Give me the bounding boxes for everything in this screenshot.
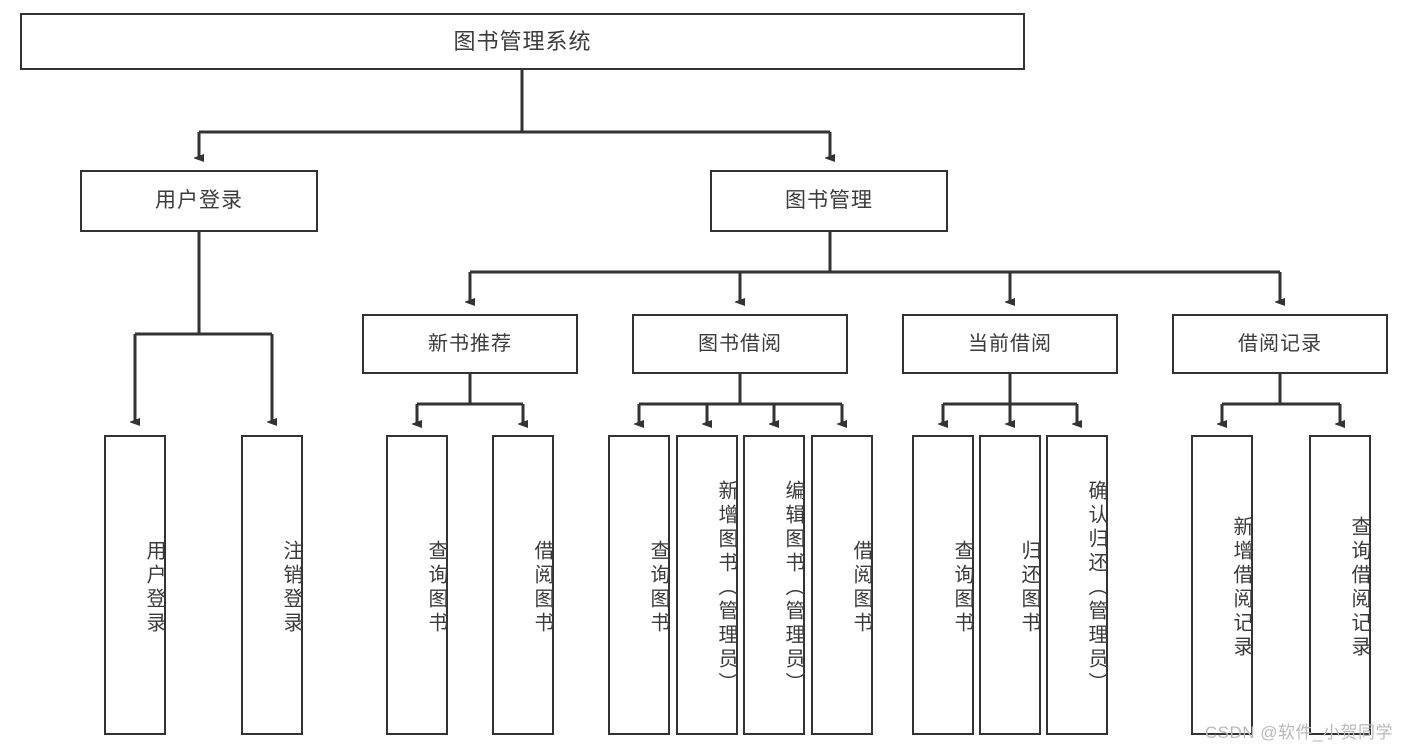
node-leaf-add-record[interactable]: 新增借阅记录 [1191,435,1253,735]
node-leaf-return-book[interactable]: 归还图书 [979,435,1041,735]
node-label: 查询图书 [647,540,669,636]
node-label: 图书管理 [785,188,873,212]
node-label: 借阅记录 [1238,332,1322,355]
node-leaf-borrow-book-1[interactable]: 借阅图书 [492,435,554,735]
node-label: 编辑图书（管理员） [782,480,804,696]
watermark-text: CSDN @软件_小贺同学 [1204,723,1393,742]
node-book-borrow[interactable]: 图书借阅 [632,314,848,374]
node-label: 新增借阅记录 [1230,516,1252,660]
node-label: 图书借阅 [698,332,782,355]
node-leaf-query-record[interactable]: 查询借阅记录 [1309,435,1371,735]
node-leaf-query-book-2[interactable]: 查询图书 [608,435,670,735]
node-leaf-confirm-return[interactable]: 确认归还（管理员） [1046,435,1108,735]
node-label: 确认归还（管理员） [1085,480,1107,696]
node-borrow-record[interactable]: 借阅记录 [1172,314,1388,374]
node-label: 当前借阅 [968,332,1052,355]
node-label: 借阅图书 [531,540,553,636]
node-leaf-borrow-book-2[interactable]: 借阅图书 [811,435,873,735]
node-leaf-user-login[interactable]: 用户登录 [104,435,166,735]
node-label: 新增图书（管理员） [715,480,737,696]
node-leaf-query-book-1[interactable]: 查询图书 [386,435,448,735]
node-label: 归还图书 [1018,540,1040,636]
node-label: 借阅图书 [850,540,872,636]
node-new-book-recommend[interactable]: 新书推荐 [362,314,578,374]
node-label: 新书推荐 [428,332,512,355]
node-label: 查询借阅记录 [1348,516,1370,660]
node-root-book-management-system[interactable]: 图书管理系统 [20,13,1025,70]
node-label: 用户登录 [155,188,243,212]
node-book-management[interactable]: 图书管理 [710,170,948,232]
node-label: 注销登录 [280,540,302,636]
node-current-borrow[interactable]: 当前借阅 [902,314,1118,374]
node-label: 图书管理系统 [453,28,592,54]
node-user-login[interactable]: 用户登录 [80,170,318,232]
node-leaf-user-logout[interactable]: 注销登录 [241,435,303,735]
node-leaf-add-book[interactable]: 新增图书（管理员） [676,435,738,735]
node-label: 查询图书 [425,540,447,636]
node-label: 用户登录 [143,540,165,636]
node-leaf-query-book-3[interactable]: 查询图书 [912,435,974,735]
node-label: 查询图书 [951,540,973,636]
node-leaf-edit-book[interactable]: 编辑图书（管理员） [743,435,805,735]
